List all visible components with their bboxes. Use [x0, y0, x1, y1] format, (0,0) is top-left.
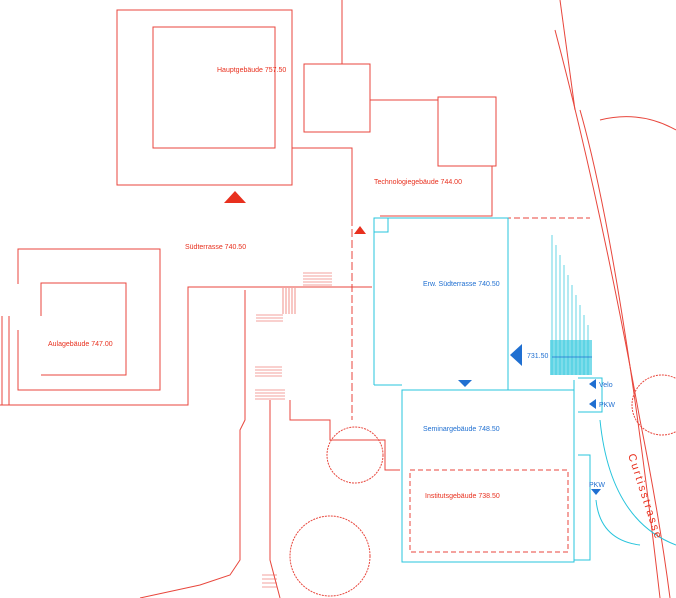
pkw-label: PKW — [599, 402, 615, 409]
street-label: Curtisstrasse — [625, 452, 664, 541]
annex-building — [303, 63, 371, 133]
suedterrasse-label: Südterrasse 740.50 — [185, 244, 246, 251]
entrance-triangle-icon — [224, 191, 246, 203]
level-label: 731.50 — [527, 353, 549, 360]
pkw-label-2: PKW — [589, 482, 605, 489]
seminargebaeude — [401, 377, 603, 563]
aulagebaeude — [1, 248, 161, 405]
tree — [289, 515, 371, 597]
tree — [631, 374, 676, 436]
hauptgebaeude-label: Hauptgebäude 757.50 — [217, 67, 286, 74]
aulagebaeude-label: Aulagebäude 747.00 — [48, 341, 113, 348]
stairs — [255, 272, 332, 588]
pkw-down-arrow-icon — [591, 489, 601, 495]
technologie-annex — [437, 96, 497, 167]
seminargebaeude-label: Seminargebäude 748.50 — [423, 426, 500, 433]
erw-suedterrasse — [373, 217, 509, 390]
erw-suedterrasse-label: Erw. Südterrasse 740.50 — [423, 281, 500, 288]
hauptgebaeude — [116, 9, 293, 186]
entrance-arrow-icon — [458, 380, 472, 387]
ramp-hatch — [550, 235, 592, 375]
road — [554, 0, 676, 598]
tree — [326, 426, 384, 484]
institutsgebaeude-label: Institutsgebäude 738.50 — [425, 493, 500, 500]
technologiegebaeude-label: Technologiegebäude 744.00 — [374, 179, 462, 186]
level-arrow-icon — [510, 344, 522, 366]
velo-arrow-icon — [589, 379, 596, 389]
institutsgebaeude — [409, 469, 569, 553]
entrance-triangle-icon — [354, 226, 366, 234]
velo-label: Velo — [599, 382, 613, 389]
pkw-arrow-icon — [589, 399, 596, 409]
